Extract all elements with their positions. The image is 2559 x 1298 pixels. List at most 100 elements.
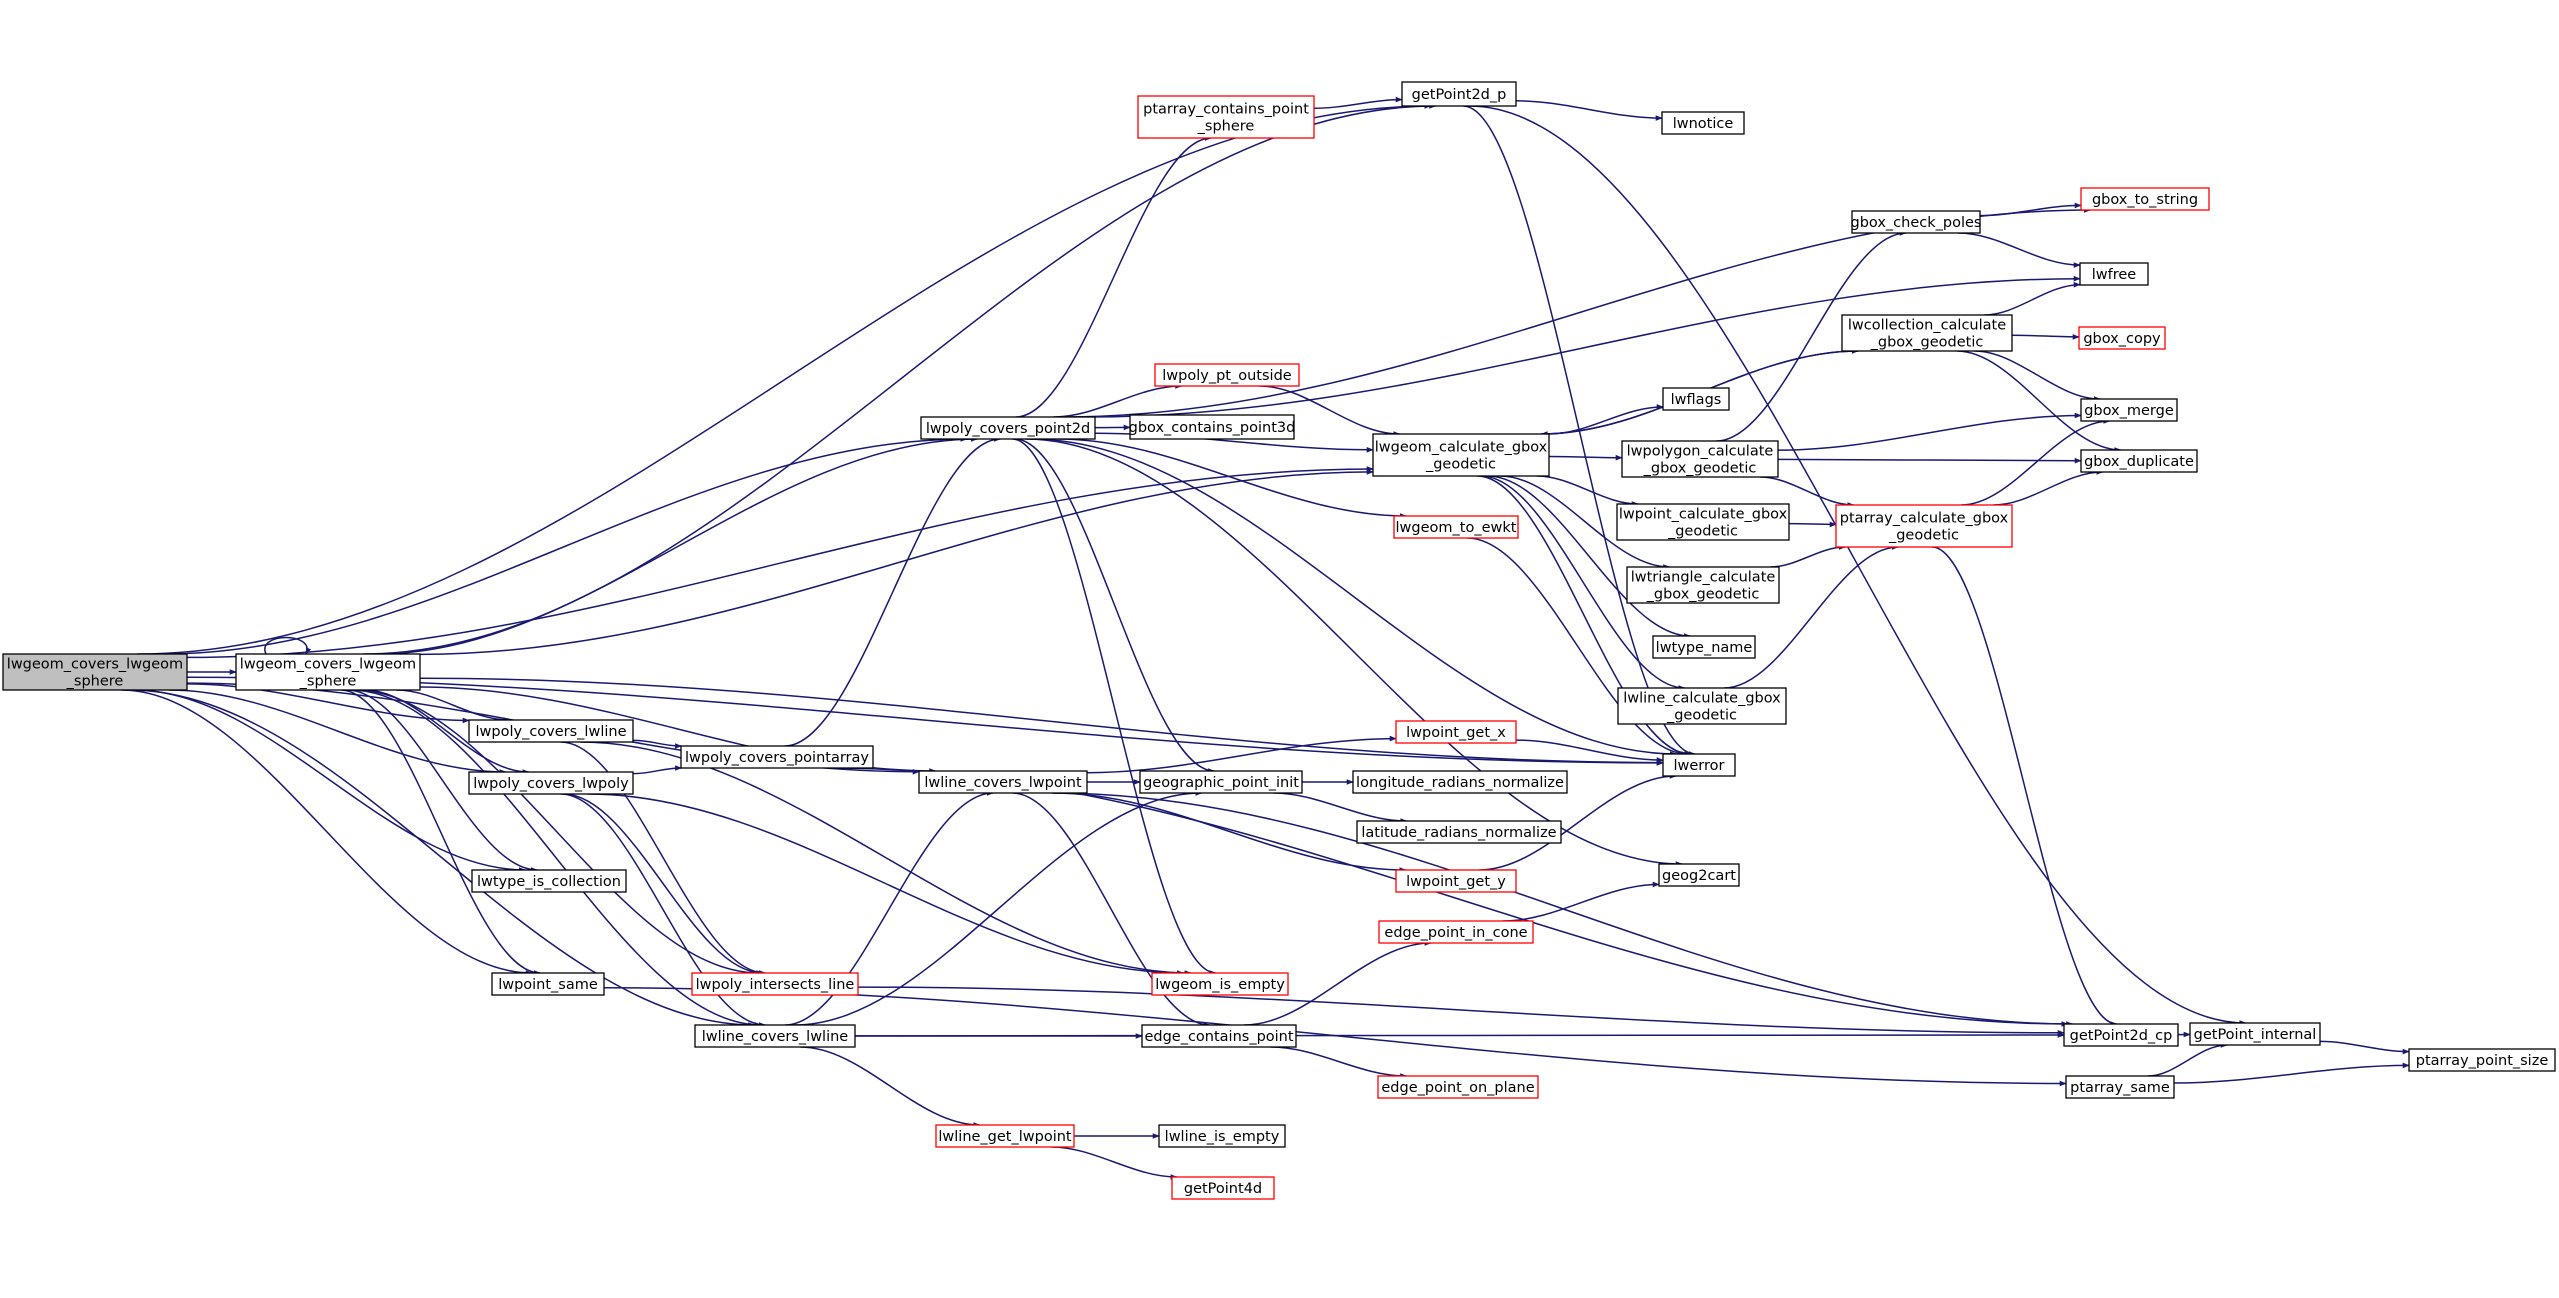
edge <box>794 790 1203 1026</box>
node-getpoint2d-cp[interactable]: getPoint2d_cp <box>2063 1023 2179 1047</box>
node-lwerror[interactable]: lwerror <box>1662 753 1736 777</box>
node-lwpoint-same[interactable]: lwpoint_same <box>491 972 605 996</box>
node-gbox-merge[interactable]: gbox_merge <box>2080 398 2178 422</box>
node-ptarray-contains-point-sphere[interactable]: ptarray_contains_point_sphere <box>1137 95 1315 139</box>
node-lwline-get-lwpoint[interactable]: lwline_get_lwpoint <box>935 1124 1075 1148</box>
edge <box>1716 230 1907 442</box>
node-lwline-covers-lwpoint[interactable]: lwline_covers_lwpoint <box>918 770 1088 794</box>
edge <box>1051 792 2074 1027</box>
edge <box>784 790 994 1026</box>
node-label-line: lwpoly_covers_lwline <box>476 724 627 740</box>
node-label-line: gbox_contains_point3d <box>1129 420 1296 436</box>
node-box <box>1835 504 2013 548</box>
node-longitude-radians-normalize[interactable]: longitude_radians_normalize <box>1352 770 1568 794</box>
node-box <box>1129 414 1295 440</box>
node-label-line: lwpoly_covers_point2d <box>926 421 1090 437</box>
node-ptarray-same[interactable]: ptarray_same <box>2065 1075 2175 1099</box>
edge-lwline-get-lwpoint-to-getpoint4d <box>1051 1146 1178 1180</box>
node-lwtype-is-collection[interactable]: lwtype_is_collection <box>471 869 627 893</box>
node-gbox-check-poles[interactable]: gbox_check_poles <box>1851 210 1982 234</box>
node-ptarray-calc[interactable]: ptarray_calculate_gbox_geodetic <box>1835 504 2013 548</box>
node-latitude-radians-normalize[interactable]: latitude_radians_normalize <box>1356 820 1562 844</box>
edge <box>830 767 2069 1027</box>
node-box <box>1171 1176 1275 1200</box>
node-gbox-copy[interactable]: gbox_copy <box>2078 326 2166 350</box>
edge-root-to-lwpoly-covers-lwline <box>186 683 470 724</box>
edge-ptarray-calc-to-getpoint2d-cp <box>1932 546 2118 1027</box>
node-label-line: ptarray_same <box>2070 1080 2170 1096</box>
node-lwtype-name[interactable]: lwtype_name <box>1652 635 1756 659</box>
edge-inner-to-lwpoly-covers-lwline <box>395 689 511 723</box>
edge-getpoint2d-p-to-getpoint-internal <box>1469 105 2247 1026</box>
node-lwgeom-calc-gbox[interactable]: lwgeom_calculate_gbox_geodetic <box>1372 433 1550 477</box>
node-lwgeom-to-ewkt[interactable]: lwgeom_to_ewkt <box>1393 515 1519 539</box>
node-box <box>491 972 605 996</box>
node-box <box>1401 81 1517 107</box>
node-lwline-calc[interactable]: lwline_calculate_gbox_geodetic <box>1617 687 1787 725</box>
edge-lwgeom-calc-gbox-to-lwpoint-calc <box>1536 475 1639 507</box>
node-label-line: lwpoint_same <box>498 977 598 993</box>
node-getpoint-internal[interactable]: getPoint_internal <box>2189 1022 2321 1046</box>
node-lwline-is-empty[interactable]: lwline_is_empty <box>1158 1124 1286 1148</box>
node-lwpoly-covers-lwpoly[interactable]: lwpoly_covers_lwpoly <box>468 771 634 795</box>
node-box <box>1662 753 1736 777</box>
node-lwpoint-get-x[interactable]: lwpoint_get_x <box>1395 720 1517 744</box>
node-lwpolygon-calc[interactable]: lwpolygon_calculate_gbox_geodetic <box>1621 440 1779 478</box>
edge <box>137 103 1432 655</box>
edge-inner-to-lwpoly-covers-point2d <box>378 436 978 655</box>
node-edge-point-in-cone[interactable]: edge_point_in_cone <box>1378 920 1534 944</box>
node-lwpoly-covers-pointarray[interactable]: lwpoly_covers_pointarray <box>680 745 874 769</box>
edge-lwline-calc-to-ptarray-calc <box>1724 544 1899 689</box>
node-lwnotice[interactable]: lwnotice <box>1661 111 1745 135</box>
node-root[interactable]: lwgeom_covers_lwgeom_sphere <box>2 653 188 691</box>
edge <box>350 689 763 1028</box>
node-lwpoly-covers-point2d[interactable]: lwpoly_covers_point2d <box>920 416 1096 440</box>
edge <box>128 689 756 1028</box>
edge <box>1478 773 1677 871</box>
node-geographic-point-init[interactable]: geographic_point_init <box>1139 770 1303 794</box>
edge-root-to-lwtype-is-collection <box>134 689 526 873</box>
node-lwpoly-pt-outside[interactable]: lwpoly_pt_outside <box>1154 363 1300 387</box>
node-lwpoly-covers-lwline[interactable]: lwpoly_covers_lwline <box>468 719 634 743</box>
edge <box>1053 792 1407 873</box>
edge <box>353 689 760 976</box>
node-lwcollection-calc[interactable]: lwcollection_calculate_gbox_geodetic <box>1841 314 2013 352</box>
node-gbox-duplicate[interactable]: gbox_duplicate <box>2080 449 2198 473</box>
node-label-line: lwgeom_is_empty <box>1155 977 1285 993</box>
edge <box>2319 1040 2410 1055</box>
node-getpoint2d-p[interactable]: getPoint2d_p <box>1401 81 1517 107</box>
edge-gbox-check-poles-to-lwfree <box>1957 232 2081 268</box>
edge-lwgeom-calc-gbox-to-lwline-calc <box>1481 475 1686 691</box>
node-ptarray-point-size[interactable]: ptarray_point_size <box>2408 1048 2556 1072</box>
node-box <box>1617 687 1787 725</box>
node-box <box>694 1024 856 1048</box>
node-edge-contains-point[interactable]: edge_contains_point <box>1141 1024 1297 1048</box>
node-inner[interactable]: lwgeom_covers_lwgeom_sphere <box>235 653 421 691</box>
node-lwflags[interactable]: lwflags <box>1662 387 1730 411</box>
node-edge-point-on-plane[interactable]: edge_point_on_plane <box>1377 1075 1539 1099</box>
edge-inner-to-inner <box>264 636 312 655</box>
node-gbox-to-string[interactable]: gbox_to_string <box>2080 187 2210 211</box>
node-box <box>1158 1124 1286 1148</box>
node-lwpoint-calc[interactable]: lwpoint_calculate_gbox_geodetic <box>1616 503 1790 541</box>
node-box <box>468 771 634 795</box>
edge-lwline-covers-lwline-to-lwline-covers-lwpoint <box>784 790 994 1026</box>
node-lwline-covers-lwline[interactable]: lwline_covers_lwline <box>694 1024 856 1048</box>
node-lwpoly-intersects-line[interactable]: lwpoly_intersects_line <box>691 972 859 996</box>
node-lwgeom-is-empty[interactable]: lwgeom_is_empty <box>1151 972 1289 996</box>
edge <box>419 677 1664 766</box>
node-getpoint4d[interactable]: getPoint4d <box>1171 1176 1275 1200</box>
edge-getpoint-internal-to-ptarray-point-size <box>2319 1040 2410 1055</box>
node-geog2cart[interactable]: geog2cart <box>1658 863 1740 887</box>
edge <box>1536 475 1639 507</box>
edge-lwpoly-covers-lwline-to-lwpoly-covers-pointarray <box>632 739 683 749</box>
edge-geographic-point-init-to-latitude-radians-normalize <box>1273 792 1408 824</box>
edge-root-to-lwpoly-covers-lwpoly <box>168 689 507 775</box>
node-gbox-contains-point3d[interactable]: gbox_contains_point3d <box>1129 414 1296 440</box>
node-lwfree[interactable]: lwfree <box>2079 262 2149 286</box>
node-lwtriangle-calc[interactable]: lwtriangle_calculate_gbox_geodetic <box>1626 566 1780 604</box>
node-lwpoint-get-y[interactable]: lwpoint_get_y <box>1395 869 1517 893</box>
edge <box>1777 412 2082 451</box>
edge <box>1015 135 1212 418</box>
edge-lwgeom-calc-gbox-to-lwtype-name <box>1487 475 1691 639</box>
